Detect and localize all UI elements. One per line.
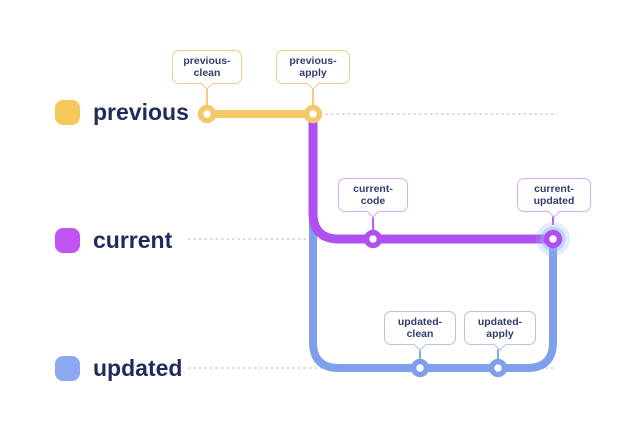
updated-branch-swatch [55, 355, 80, 381]
previous-branch-name: previous [93, 98, 189, 125]
tooltip-text-line: clean [406, 328, 434, 340]
branch-label-previous: previous [55, 99, 189, 125]
previous-branch-swatch [55, 99, 80, 125]
branch-label-current: current [55, 227, 172, 253]
tooltip-text-line: previous- [289, 54, 337, 67]
branch-label-updated: updated [55, 355, 182, 381]
tooltip-text-line: apply [486, 328, 514, 340]
tooltip-text-line: updated [533, 195, 575, 207]
tooltip-text-line: current- [353, 182, 393, 195]
commit-node-updated-clean[interactable] [410, 358, 430, 378]
tooltip-previous-clean: previous- clean [172, 50, 242, 84]
tooltip-updated-clean: updated- clean [384, 311, 456, 345]
updated-branch-name: updated [93, 354, 183, 381]
tooltip-previous-apply: previous- apply [276, 50, 350, 84]
updated-branch-line [309, 114, 557, 372]
tooltip-text-line: updated- [397, 315, 443, 328]
tooltip-current-updated: current- updated [517, 178, 591, 212]
tooltip-text-line: clean [193, 67, 221, 79]
current-branch-line [308, 114, 553, 244]
tooltip-updated-apply: updated- apply [464, 311, 536, 345]
tooltip-current-code: current- code [338, 178, 408, 212]
commit-node-previous-apply[interactable] [303, 104, 323, 124]
tooltip-text-line: previous- [183, 54, 231, 67]
tooltip-text-line: apply [299, 67, 327, 79]
commit-node-updated-apply[interactable] [488, 358, 508, 378]
current-branch-name: current [93, 226, 173, 253]
tooltip-text-line: current- [534, 182, 574, 195]
current-branch-swatch [55, 227, 80, 253]
tooltip-text-line: updated- [477, 315, 523, 328]
commit-node-previous-clean[interactable] [197, 104, 217, 124]
commit-node-current-updated-highlighted[interactable] [536, 222, 570, 256]
commit-node-current-code[interactable] [363, 229, 383, 249]
tooltip-text-line: code [360, 195, 386, 207]
